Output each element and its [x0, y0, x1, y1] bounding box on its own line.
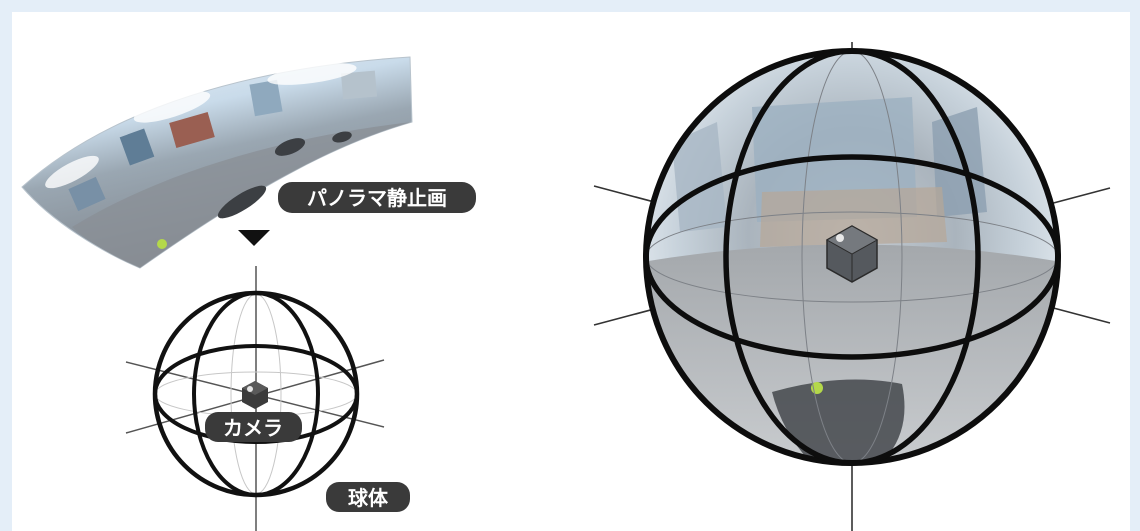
- down-triangle-icon: [238, 230, 270, 246]
- camera-label-text: カメラ: [223, 416, 283, 440]
- camera-label: カメラ: [205, 412, 302, 442]
- large-sphere-diagram: [593, 42, 1111, 531]
- sphere-label: 球体: [326, 482, 410, 512]
- panorama-sphere-diagram: パノラマ静止画 カメラ 球体: [21, 42, 1111, 531]
- panorama-label: パノラマ静止画: [278, 182, 476, 213]
- sphere-label-text: 球体: [348, 486, 389, 510]
- panorama-image: [21, 56, 413, 269]
- panorama-label-text: パノラマ静止画: [307, 186, 447, 210]
- cube-camera-icon: [242, 381, 268, 409]
- illustration-panel: パノラマ静止画 カメラ 球体: [12, 12, 1130, 531]
- cube-camera-icon-large: [825, 225, 879, 283]
